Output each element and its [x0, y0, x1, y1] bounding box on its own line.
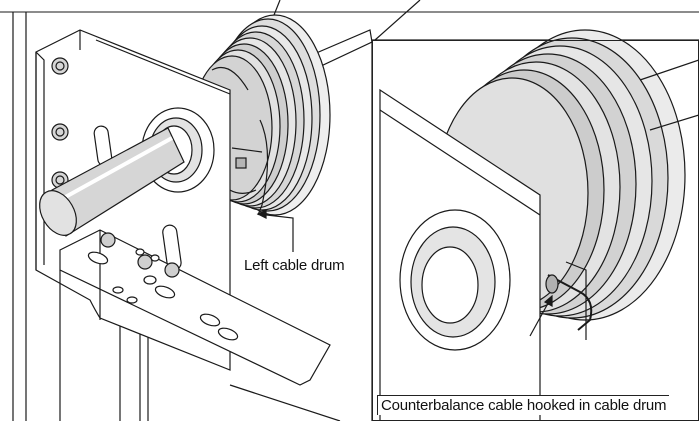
inset-border — [372, 40, 699, 421]
mounting-angle — [59, 229, 331, 421]
angle-bolts — [100, 232, 180, 278]
counterbalance-cable-label: Counterbalance cable hooked in cable dru… — [377, 395, 670, 415]
detail-inset — [371, 29, 699, 421]
left-drum-arrowhead — [256, 209, 267, 219]
torsion-shaft — [39, 127, 185, 237]
left-drum-leader — [257, 213, 294, 252]
left-cable-drum-label: Left cable drum — [242, 257, 347, 274]
